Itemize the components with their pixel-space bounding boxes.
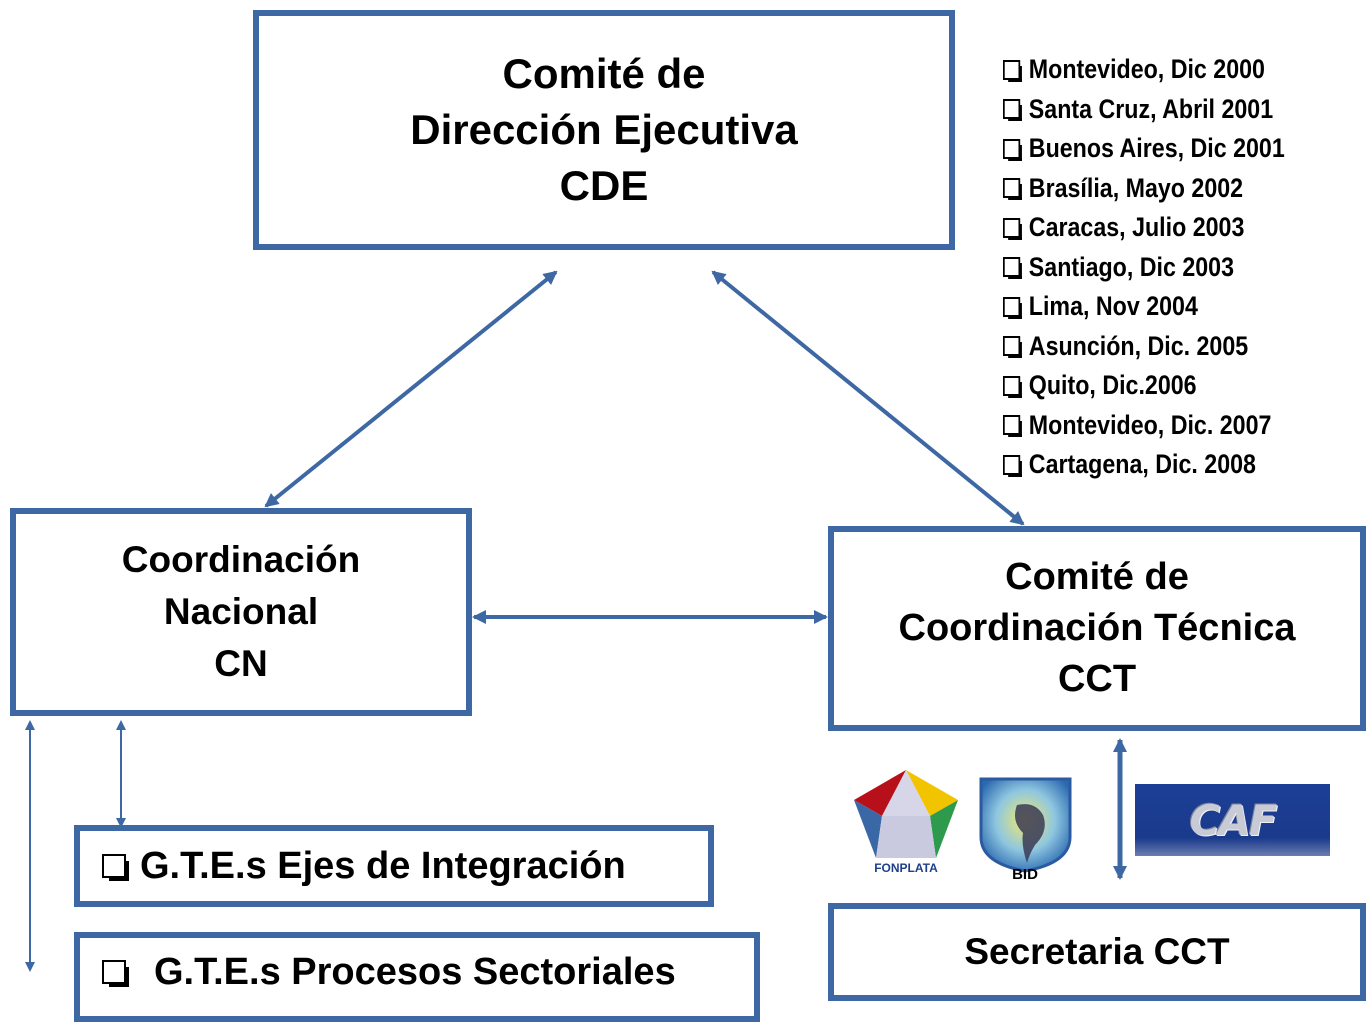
meeting-item: Montevideo, Dic. 2007 <box>1003 406 1285 446</box>
bid-logo: BID <box>979 777 1072 883</box>
cct-box: Comité de Coordinación Técnica CCT <box>828 526 1366 731</box>
checkbox-icon <box>1003 454 1022 477</box>
checkbox-icon <box>102 960 129 987</box>
cn-line3: CN <box>214 643 268 684</box>
meeting-item: Buenos Aires, Dic 2001 <box>1003 129 1285 169</box>
meeting-item: Lima, Nov 2004 <box>1003 287 1285 327</box>
checkbox-icon <box>1003 336 1022 359</box>
meeting-item: Asunción, Dic. 2005 <box>1003 327 1285 367</box>
checkbox-icon <box>1003 375 1022 398</box>
meeting-label: Montevideo, Dic. 2007 <box>1028 409 1272 440</box>
checkbox-icon <box>1003 217 1022 240</box>
cde-line2: Dirección Ejecutiva <box>410 106 798 153</box>
checkbox-icon <box>1003 99 1022 122</box>
checkbox-icon <box>1003 296 1022 319</box>
gte-procesos-label: G.T.E.s Procesos Sectoriales <box>154 950 676 993</box>
cn-box: Coordinación Nacional CN <box>10 508 472 716</box>
meeting-item: Cartagena, Dic. 2008 <box>1003 445 1285 485</box>
meeting-item: Brasília, Mayo 2002 <box>1003 169 1285 209</box>
meeting-label: Santa Cruz, Abril 2001 <box>1028 93 1274 124</box>
cde-line1: Comité de <box>502 50 706 97</box>
cde-line3: CDE <box>559 162 649 209</box>
cn-line2: Nacional <box>163 591 319 632</box>
cde-box: Comité de Dirección Ejecutiva CDE <box>253 10 955 250</box>
checkbox-icon <box>1003 59 1022 82</box>
gte-procesos-box: G.T.E.s Procesos Sectoriales <box>74 932 760 1022</box>
meetings-list: Montevideo, Dic 2000 Santa Cruz, Abril 2… <box>1003 50 1331 485</box>
secretaria-label: Secretaria CCT <box>964 931 1230 972</box>
secretaria-cct-box: Secretaria CCT <box>828 903 1366 1001</box>
arrow-cde-cct <box>711 270 1025 526</box>
fonplata-logo-text: FONPLATA <box>874 861 938 875</box>
cct-line1: Comité de <box>1005 556 1189 598</box>
meeting-label: Brasília, Mayo 2002 <box>1028 172 1244 203</box>
cn-line1: Coordinación <box>121 539 361 580</box>
meeting-label: Buenos Aires, Dic 2001 <box>1028 133 1285 164</box>
cct-line2: Coordinación Técnica <box>898 607 1296 649</box>
meeting-item: Santa Cruz, Abril 2001 <box>1003 90 1285 130</box>
checkbox-icon <box>1003 415 1022 438</box>
meeting-label: Santiago, Dic 2003 <box>1028 251 1235 282</box>
meeting-label: Cartagena, Dic. 2008 <box>1028 449 1256 480</box>
cct-line3: CCT <box>1057 658 1137 700</box>
meeting-item: Montevideo, Dic 2000 <box>1003 50 1285 90</box>
meeting-item: Santiago, Dic 2003 <box>1003 248 1285 288</box>
meeting-label: Montevideo, Dic 2000 <box>1028 54 1265 85</box>
checkbox-icon <box>1003 257 1022 280</box>
checkbox-icon <box>102 854 129 881</box>
meeting-item: Caracas, Julio 2003 <box>1003 208 1285 248</box>
bid-logo-text: BID <box>1012 866 1038 883</box>
meeting-label: Quito, Dic.2006 <box>1028 370 1197 401</box>
caf-logo: CAF <box>1135 784 1330 856</box>
meeting-item: Quito, Dic.2006 <box>1003 366 1285 406</box>
checkbox-icon <box>1003 138 1022 161</box>
checkbox-icon <box>1003 178 1022 201</box>
caf-logo-text: CAF <box>1189 795 1277 845</box>
gte-ejes-box: G.T.E.s Ejes de Integración <box>74 825 714 907</box>
gte-ejes-label: G.T.E.s Ejes de Integración <box>140 844 626 887</box>
meeting-label: Asunción, Dic. 2005 <box>1028 330 1249 361</box>
meeting-label: Caracas, Julio 2003 <box>1028 212 1245 243</box>
meeting-label: Lima, Nov 2004 <box>1028 291 1198 322</box>
fonplata-logo: FONPLATA <box>854 770 958 875</box>
arrow-cde-cn <box>264 270 558 508</box>
